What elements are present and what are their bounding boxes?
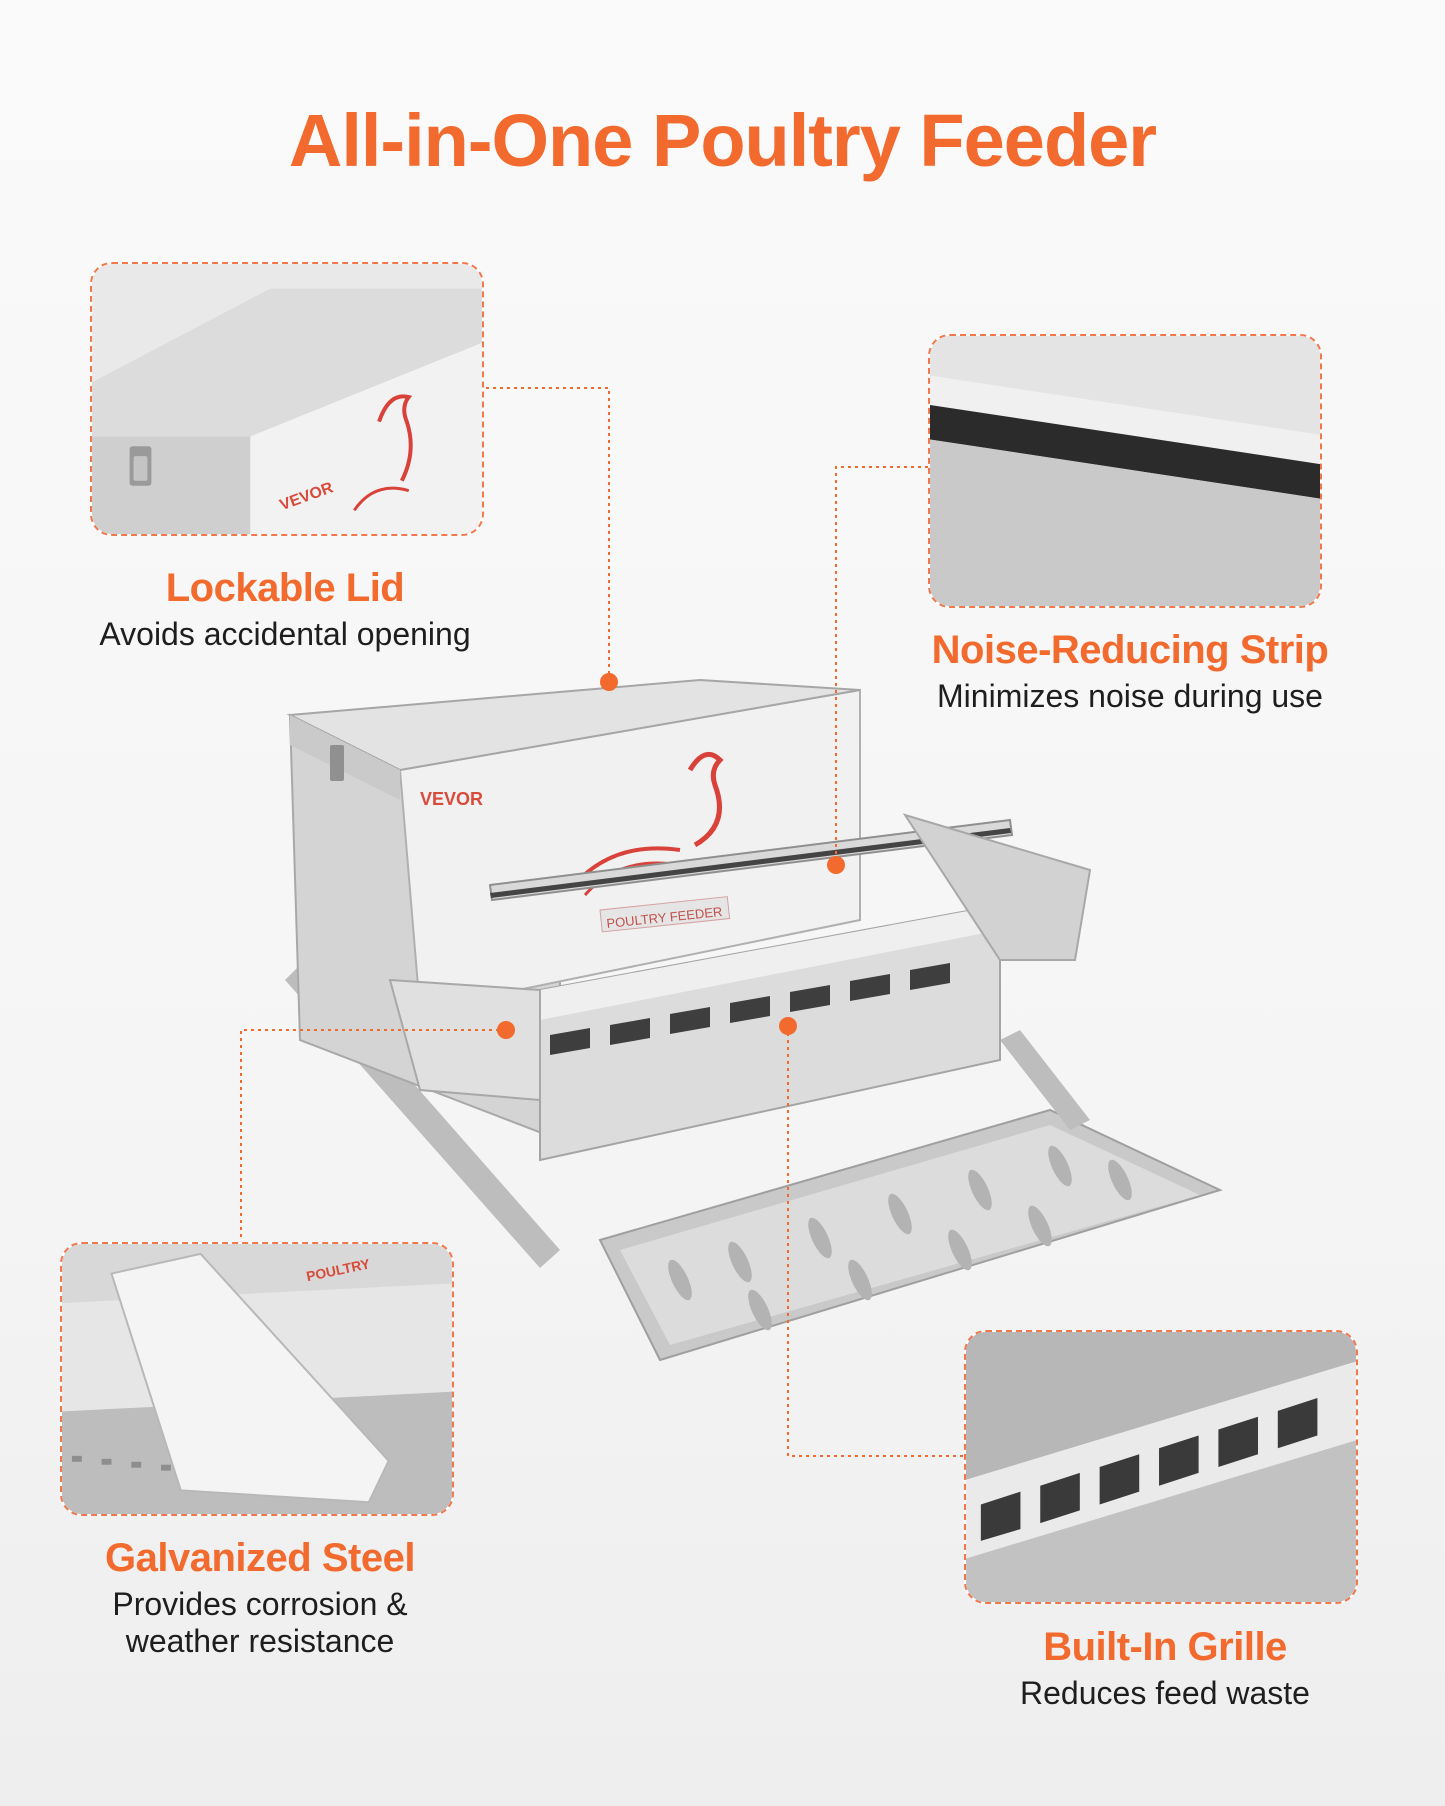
galvanized-steel-thumbnail: POULTRY: [60, 1242, 454, 1516]
feature-built-in-grille: Built-In Grille Reduces feed waste: [940, 1625, 1390, 1712]
feature-galvanized-steel: Galvanized Steel Provides corrosion & we…: [30, 1536, 490, 1660]
page-title: All-in-One Poultry Feeder: [288, 99, 1157, 182]
feature-lockable-lid: Lockable Lid Avoids accidental opening: [60, 566, 510, 653]
feature-description: Provides corrosion & weather resistance: [112, 1586, 408, 1659]
callout-dot: [779, 1017, 797, 1035]
feature-title: Lockable Lid: [165, 566, 405, 610]
feature-description: Minimizes noise during use: [937, 678, 1323, 714]
lockable-lid-thumbnail: VEVOR: [90, 262, 484, 536]
product-brand-text: VEVOR: [420, 789, 483, 809]
feature-description: Reduces feed waste: [1020, 1675, 1310, 1711]
built-in-grille-thumbnail: [964, 1330, 1358, 1604]
callout-dot: [600, 673, 618, 691]
feature-title: Galvanized Steel: [105, 1536, 415, 1580]
callout-dot: [497, 1021, 515, 1039]
feature-noise-reducing-strip: Noise-Reducing Strip Minimizes noise dur…: [870, 628, 1390, 715]
feature-title: Built-In Grille: [1043, 1625, 1287, 1669]
noise-strip-thumbnail: [928, 334, 1322, 608]
feature-title: Noise-Reducing Strip: [931, 628, 1329, 672]
feature-description: Avoids accidental opening: [99, 616, 471, 652]
callout-dot: [827, 856, 845, 874]
